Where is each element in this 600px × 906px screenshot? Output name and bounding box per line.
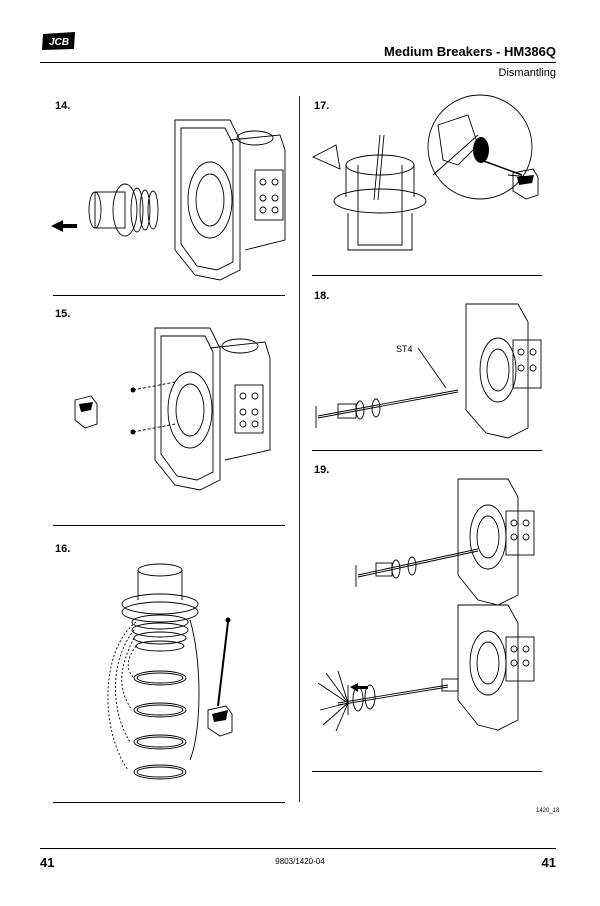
step-18-callout: ST4 — [396, 344, 413, 354]
step-16-separator — [53, 802, 285, 803]
step-18-illustration — [315, 303, 542, 439]
logo-text: JCB — [49, 37, 69, 48]
step-19-number: 19. — [314, 464, 330, 476]
document-number: 9803/1420-04 — [275, 857, 325, 866]
figure-reference: 1420_18 — [536, 808, 560, 814]
jcb-logo: JCB — [42, 32, 75, 50]
page-number-left: 41 — [40, 855, 55, 870]
step-19-illustration — [317, 478, 535, 732]
step-19-separator — [312, 771, 542, 772]
step-14-number: 14. — [55, 100, 71, 112]
section-subtitle: Dismantling — [498, 67, 556, 79]
page-number-right: 41 — [541, 855, 556, 870]
step-17-illustration — [311, 94, 539, 251]
step-18-separator — [312, 450, 542, 451]
header-rule — [40, 62, 556, 63]
step-14-illustration — [51, 119, 286, 281]
step-16-illustration — [107, 563, 233, 780]
step-18-number: 18. — [314, 290, 330, 302]
step-15-illustration — [74, 327, 271, 491]
step-15-separator — [53, 525, 285, 526]
column-divider — [299, 96, 300, 802]
step-17-separator — [312, 275, 542, 276]
step-15-number: 15. — [55, 308, 71, 320]
step-16-number: 16. — [55, 543, 71, 555]
footer-rule — [40, 848, 556, 849]
page-title: Medium Breakers - HM386Q — [384, 44, 556, 59]
step-17-number: 17. — [314, 100, 330, 112]
step-14-separator — [53, 295, 285, 296]
